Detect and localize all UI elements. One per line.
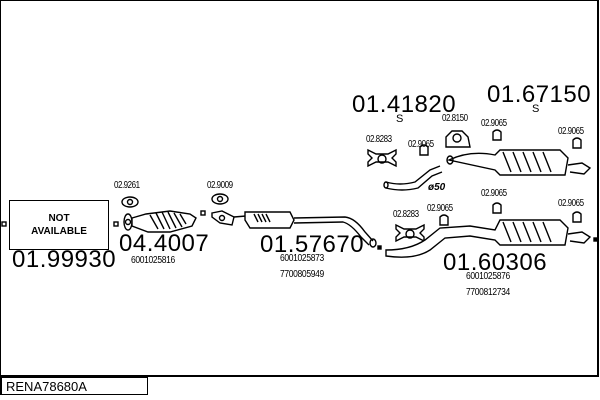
accessory-label-02-9065[interactable]: 02.9065 (408, 139, 434, 150)
clamp-icon-02-9009 (211, 193, 229, 205)
suffix-s: S (532, 103, 540, 115)
accessory-label-02-8150[interactable]: 02.8150 (442, 113, 468, 124)
oem-number: 7700805949 (280, 269, 324, 280)
accessory-label-02-9065[interactable]: 02.9065 (427, 203, 453, 214)
not-available-line2: AVAILABLE (31, 226, 87, 237)
bracket-icon-02-8283-lower (395, 223, 425, 243)
clamp-icon-02-9261 (121, 196, 139, 208)
pipe-diameter-note: ø50 (428, 182, 446, 193)
connector-square (113, 221, 119, 227)
accessory-label-02-8283[interactable]: 02.8283 (366, 134, 392, 145)
suffix-s: S (396, 113, 404, 125)
not-available-box: NOT AVAILABLE (9, 200, 109, 250)
accessory-label-02-9065[interactable]: 02.9065 (558, 198, 584, 209)
part-number-04-4007[interactable]: 04.4007 (119, 230, 210, 257)
accessory-label-02-9065[interactable]: 02.9065 (481, 188, 507, 199)
accessory-label-02-9261[interactable]: 02.9261 (114, 180, 140, 191)
not-available-line1: NOT (48, 213, 70, 224)
part-number-01-67150[interactable]: 01.67150 (487, 81, 592, 108)
catalytic-converter-icon (123, 210, 197, 233)
accessory-label-02-8283[interactable]: 02.8283 (393, 209, 419, 220)
rear-silencer-icon-lower (385, 219, 598, 258)
middle-silencer-icon (211, 210, 382, 250)
bracket-icon-02-8150 (445, 130, 471, 148)
oem-number: 6001025873 (280, 253, 324, 264)
part-number-01-60306[interactable]: 01.60306 (443, 249, 548, 276)
part-number-01-99930[interactable]: 01.99930 (12, 246, 117, 273)
rear-silencer-icon-upper (446, 149, 592, 176)
accessory-label-02-9065[interactable]: 02.9065 (558, 126, 584, 137)
oem-number: 6001025816 (131, 255, 175, 266)
diagram-frame (0, 0, 599, 377)
part-number-01-41820[interactable]: 01.41820 (352, 91, 457, 118)
oem-number: 7700812734 (466, 287, 510, 298)
accessory-label-02-9009[interactable]: 02.9009 (207, 180, 233, 191)
accessory-label-02-9065[interactable]: 02.9065 (481, 118, 507, 129)
part-number-01-57670[interactable]: 01.57670 (260, 231, 365, 258)
oem-number: 6001025876 (466, 271, 510, 282)
rear-pipe-icon (383, 165, 443, 191)
connector-square (200, 210, 206, 216)
hanger-icon (419, 129, 582, 226)
bracket-icon-02-8283 (367, 148, 397, 168)
connector-square (1, 221, 7, 227)
reference-code: RENA78680A (0, 377, 148, 395)
